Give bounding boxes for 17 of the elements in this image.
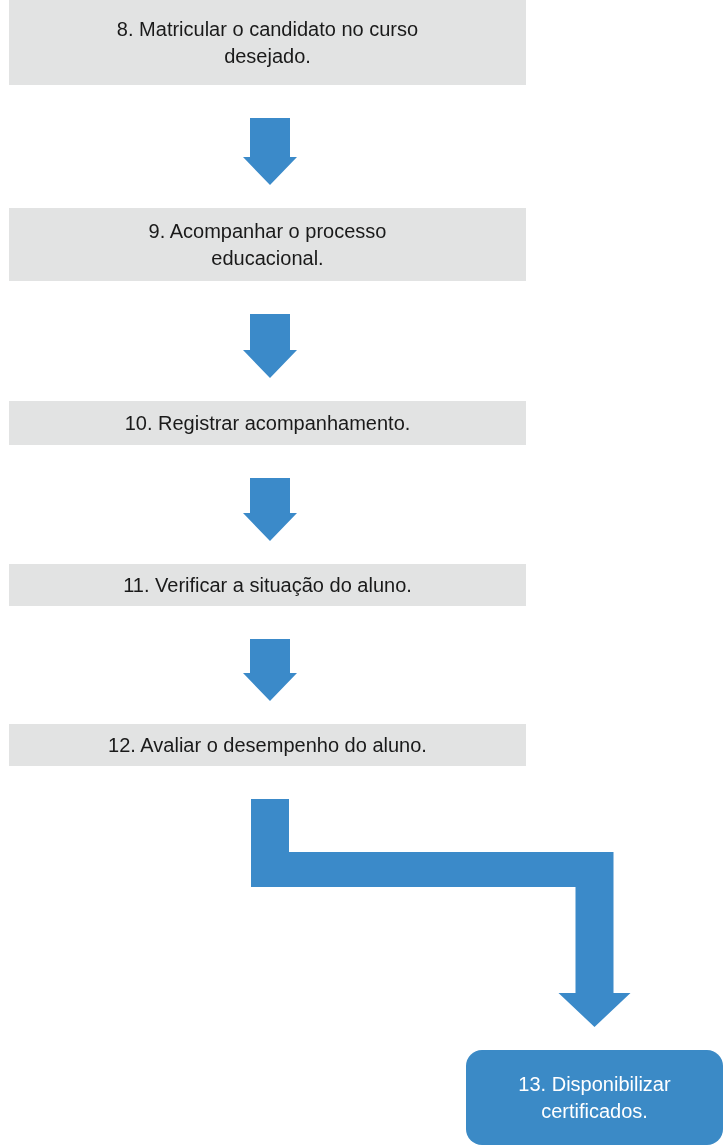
final-step-box [466, 1050, 723, 1145]
block-arrow [243, 118, 297, 185]
block-arrow [251, 799, 631, 1027]
step-box [9, 564, 526, 606]
step-text: 12. Avaliar o desempenho do aluno. [108, 732, 427, 758]
step-text: 10. Registrar acompanhamento. [124, 410, 411, 436]
step-box [9, 724, 526, 766]
step-text: 9. Acompanhar o processo educacional. [147, 218, 388, 271]
step-box [9, 0, 526, 85]
step-text: 13. Disponibilizar certificados. [517, 1071, 672, 1124]
block-arrow [243, 478, 297, 541]
step-text: 11. Verificar a situação do aluno. [123, 572, 412, 598]
step-box [9, 401, 526, 445]
step-text: 8. Matricular o candidato no curso desejado. [115, 16, 420, 69]
block-arrow [243, 639, 297, 701]
step-box [9, 208, 526, 281]
block-arrow [243, 314, 297, 378]
